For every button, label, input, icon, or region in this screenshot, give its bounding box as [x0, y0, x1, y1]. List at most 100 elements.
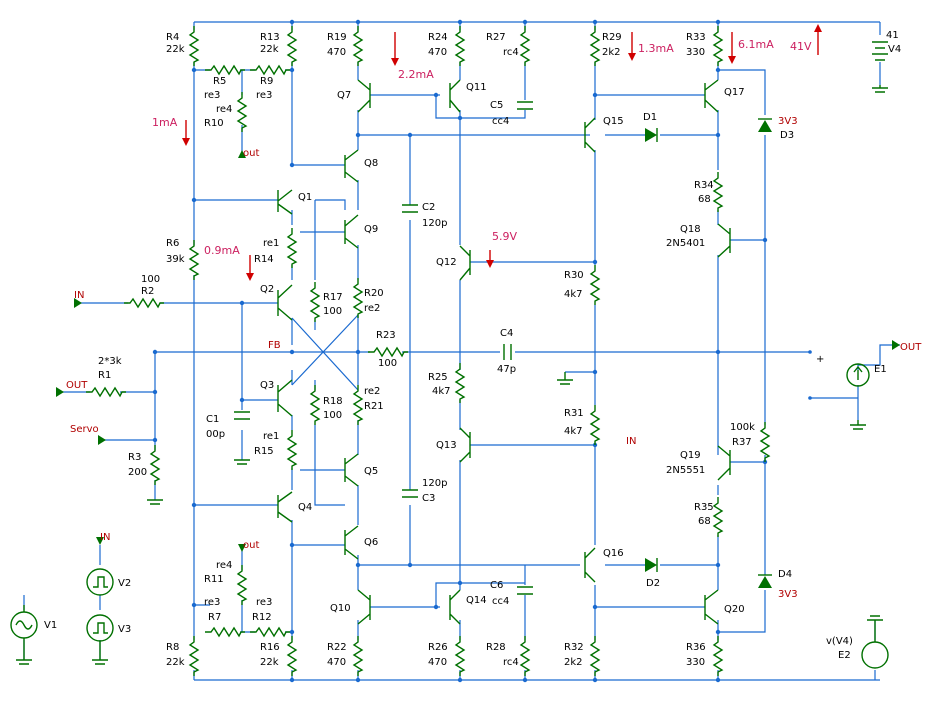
svg-text:R31: R31: [564, 408, 584, 419]
in-port-marker-v2: [96, 537, 104, 545]
svg-text:41V: 41V: [790, 40, 812, 53]
svg-text:R22: R22: [327, 642, 347, 653]
svg-text:Q17: Q17: [724, 87, 745, 98]
svg-text:D4: D4: [778, 569, 792, 580]
svg-text:22k: 22k: [260, 657, 279, 668]
svg-text:00p: 00p: [206, 429, 225, 440]
svg-text:R20: R20: [364, 288, 384, 299]
svg-text:v(V4): v(V4): [826, 636, 853, 647]
svg-text:R30: R30: [564, 270, 584, 281]
svg-text:D3: D3: [780, 130, 794, 141]
svg-text:re4: re4: [216, 560, 232, 571]
svg-text:R25: R25: [428, 372, 448, 383]
svg-text:4k7: 4k7: [564, 426, 583, 437]
svg-text:470: 470: [327, 47, 346, 58]
svg-text:4k7: 4k7: [564, 289, 583, 300]
servo-port-marker: [98, 435, 106, 445]
svg-text:D2: D2: [646, 578, 660, 589]
svg-text:Q3: Q3: [260, 380, 274, 391]
svg-text:Q2: Q2: [260, 284, 274, 295]
svg-text:R29: R29: [602, 32, 622, 43]
svg-text:Q8: Q8: [364, 158, 378, 169]
svg-text:R34: R34: [694, 180, 714, 191]
svg-text:R4: R4: [166, 32, 179, 43]
svg-text:V1: V1: [44, 620, 57, 631]
svg-text:Servo: Servo: [70, 424, 99, 435]
svg-text:E2: E2: [838, 650, 851, 661]
svg-text:120p: 120p: [422, 478, 447, 489]
svg-text:2k2: 2k2: [564, 657, 583, 668]
svg-text:22k: 22k: [260, 44, 279, 55]
svg-text:out: out: [243, 540, 259, 551]
out-probe-marker-bottom: [238, 544, 246, 552]
svg-text:cc4: cc4: [492, 596, 509, 607]
svg-text:5.9V: 5.9V: [492, 230, 517, 243]
svg-text:R32: R32: [564, 642, 584, 653]
svg-text:1mA: 1mA: [152, 116, 178, 129]
svg-text:2k2: 2k2: [602, 47, 621, 58]
svg-text:22k: 22k: [166, 44, 185, 55]
svg-text:re1: re1: [263, 238, 279, 249]
svg-text:R10: R10: [204, 118, 224, 129]
svg-text:R9: R9: [260, 76, 273, 87]
out-port-marker: [56, 387, 64, 397]
svg-text:R5: R5: [213, 76, 226, 87]
svg-text:V4: V4: [888, 44, 901, 55]
out-port-marker-right: [892, 340, 900, 350]
svg-text:330: 330: [686, 657, 705, 668]
svg-text:E1: E1: [874, 364, 887, 375]
svg-text:R33: R33: [686, 32, 706, 43]
svg-text:R21: R21: [364, 401, 384, 412]
resistors: [85, 25, 770, 677]
annotations: 1mA 0.9mA 2.2mA 5.9V 1.3mA 6.1mA 41V: [152, 38, 812, 257]
svg-text:2N5401: 2N5401: [666, 238, 705, 249]
svg-text:Q19: Q19: [680, 450, 701, 461]
svg-text:R13: R13: [260, 32, 280, 43]
svg-text:re3: re3: [256, 90, 272, 101]
svg-text:120p: 120p: [422, 218, 447, 229]
svg-text:100: 100: [141, 274, 160, 285]
svg-text:2N5551: 2N5551: [666, 465, 705, 476]
svg-text:Q9: Q9: [364, 224, 378, 235]
svg-text:R12: R12: [252, 612, 272, 623]
svg-text:re3: re3: [256, 597, 272, 608]
svg-text:+: +: [816, 354, 824, 365]
svg-text:IN: IN: [626, 436, 636, 447]
svg-text:C1: C1: [206, 414, 219, 425]
svg-text:R1: R1: [98, 370, 111, 381]
svg-text:1.3mA: 1.3mA: [638, 42, 674, 55]
svg-text:Q1: Q1: [298, 192, 312, 203]
svg-text:Q16: Q16: [603, 548, 624, 559]
svg-text:R11: R11: [204, 574, 224, 585]
in-port-marker: [74, 298, 82, 308]
out-minus-node: [808, 396, 812, 400]
svg-text:Q6: Q6: [364, 537, 378, 548]
svg-text:cc4: cc4: [492, 116, 509, 127]
svg-text:C6: C6: [490, 580, 503, 591]
svg-text:C5: C5: [490, 100, 503, 111]
svg-text:3V3: 3V3: [778, 116, 798, 127]
svg-text:100: 100: [378, 358, 397, 369]
svg-text:Q15: Q15: [603, 116, 624, 127]
svg-text:OUT: OUT: [66, 380, 88, 391]
svg-text:330: 330: [686, 47, 705, 58]
svg-text:rc4: rc4: [503, 47, 519, 58]
svg-text:FB: FB: [268, 340, 281, 351]
svg-text:C4: C4: [500, 328, 513, 339]
svg-text:Q14: Q14: [466, 595, 487, 606]
svg-text:R6: R6: [166, 238, 179, 249]
svg-text:out: out: [243, 148, 259, 159]
svg-text:39k: 39k: [166, 254, 185, 265]
svg-text:R36: R36: [686, 642, 706, 653]
net-labels: IN IN IN OUT OUT Servo FB out out +: [66, 148, 922, 551]
svg-text:R35: R35: [694, 502, 714, 513]
svg-text:100k: 100k: [730, 422, 755, 433]
svg-text:re3: re3: [204, 90, 220, 101]
svg-text:R24: R24: [428, 32, 448, 43]
svg-text:2*3k: 2*3k: [98, 356, 122, 367]
svg-text:Q5: Q5: [364, 466, 378, 477]
svg-text:0.9mA: 0.9mA: [204, 244, 240, 257]
out-probe-marker-top: [238, 150, 246, 158]
svg-text:4k7: 4k7: [432, 386, 451, 397]
